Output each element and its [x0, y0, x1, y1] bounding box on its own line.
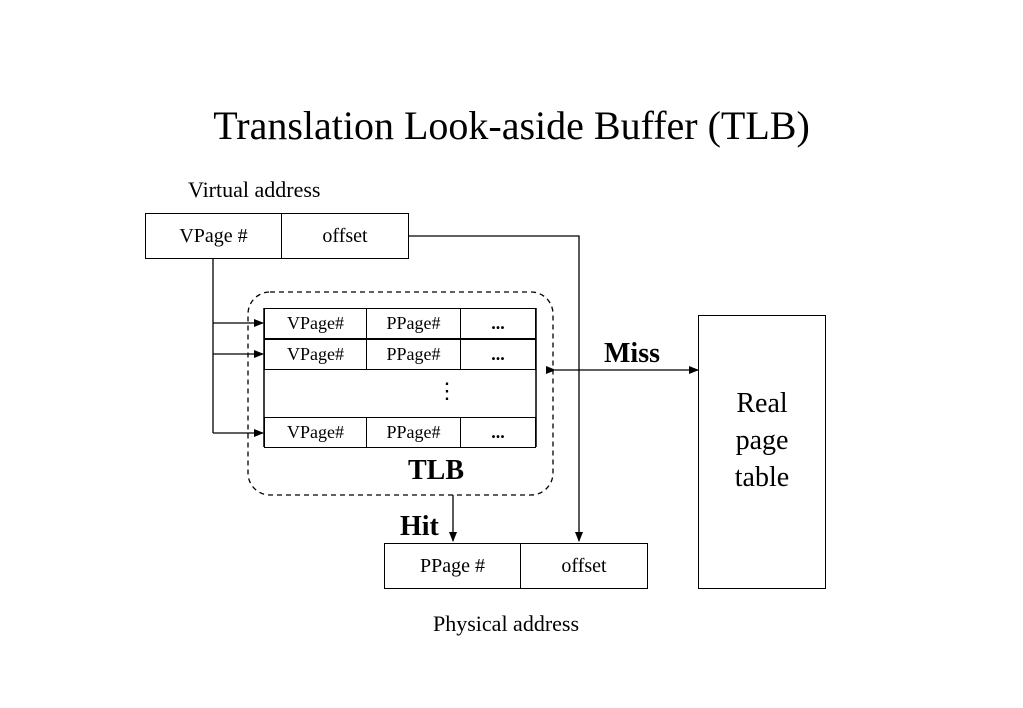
tlb-row3-ppage: PPage#	[366, 417, 461, 448]
page-title: Translation Look-aside Buffer (TLB)	[213, 103, 810, 148]
physical-ppage-cell: PPage #	[384, 543, 521, 589]
virtual-address-caption: Virtual address	[188, 177, 321, 202]
tlb-label: TLB	[408, 455, 465, 486]
tlb-row2-ppage: PPage#	[366, 339, 461, 370]
virtual-vpage-cell: VPage #	[145, 213, 282, 259]
tlb-boundary	[247, 291, 554, 496]
physical-address-caption: Physical address	[433, 611, 580, 636]
physical-offset-cell: offset	[520, 543, 648, 589]
miss-label: Miss	[604, 338, 660, 369]
page-table-line2: page	[735, 424, 789, 456]
tlb-row1-ppage: PPage#	[366, 308, 461, 339]
real-page-table: Real page table	[698, 315, 826, 589]
tlb-row1-more: ...	[460, 308, 536, 339]
tlb-row2-more: ...	[460, 339, 536, 370]
tlb-row3-more: ...	[460, 417, 536, 448]
page-table-line3: table	[734, 461, 790, 493]
tlb-row3-vpage: VPage#	[264, 417, 367, 448]
hit-label: Hit	[400, 511, 439, 542]
tlb-vertical-ellipsis: ⋮	[436, 378, 458, 403]
page-table-line1: Real	[736, 387, 788, 419]
virtual-offset-cell: offset	[281, 213, 409, 259]
tlb-row1-vpage: VPage#	[264, 308, 367, 339]
offset-bypass-line	[409, 235, 583, 542]
tlb-row2-vpage: VPage#	[264, 339, 367, 370]
